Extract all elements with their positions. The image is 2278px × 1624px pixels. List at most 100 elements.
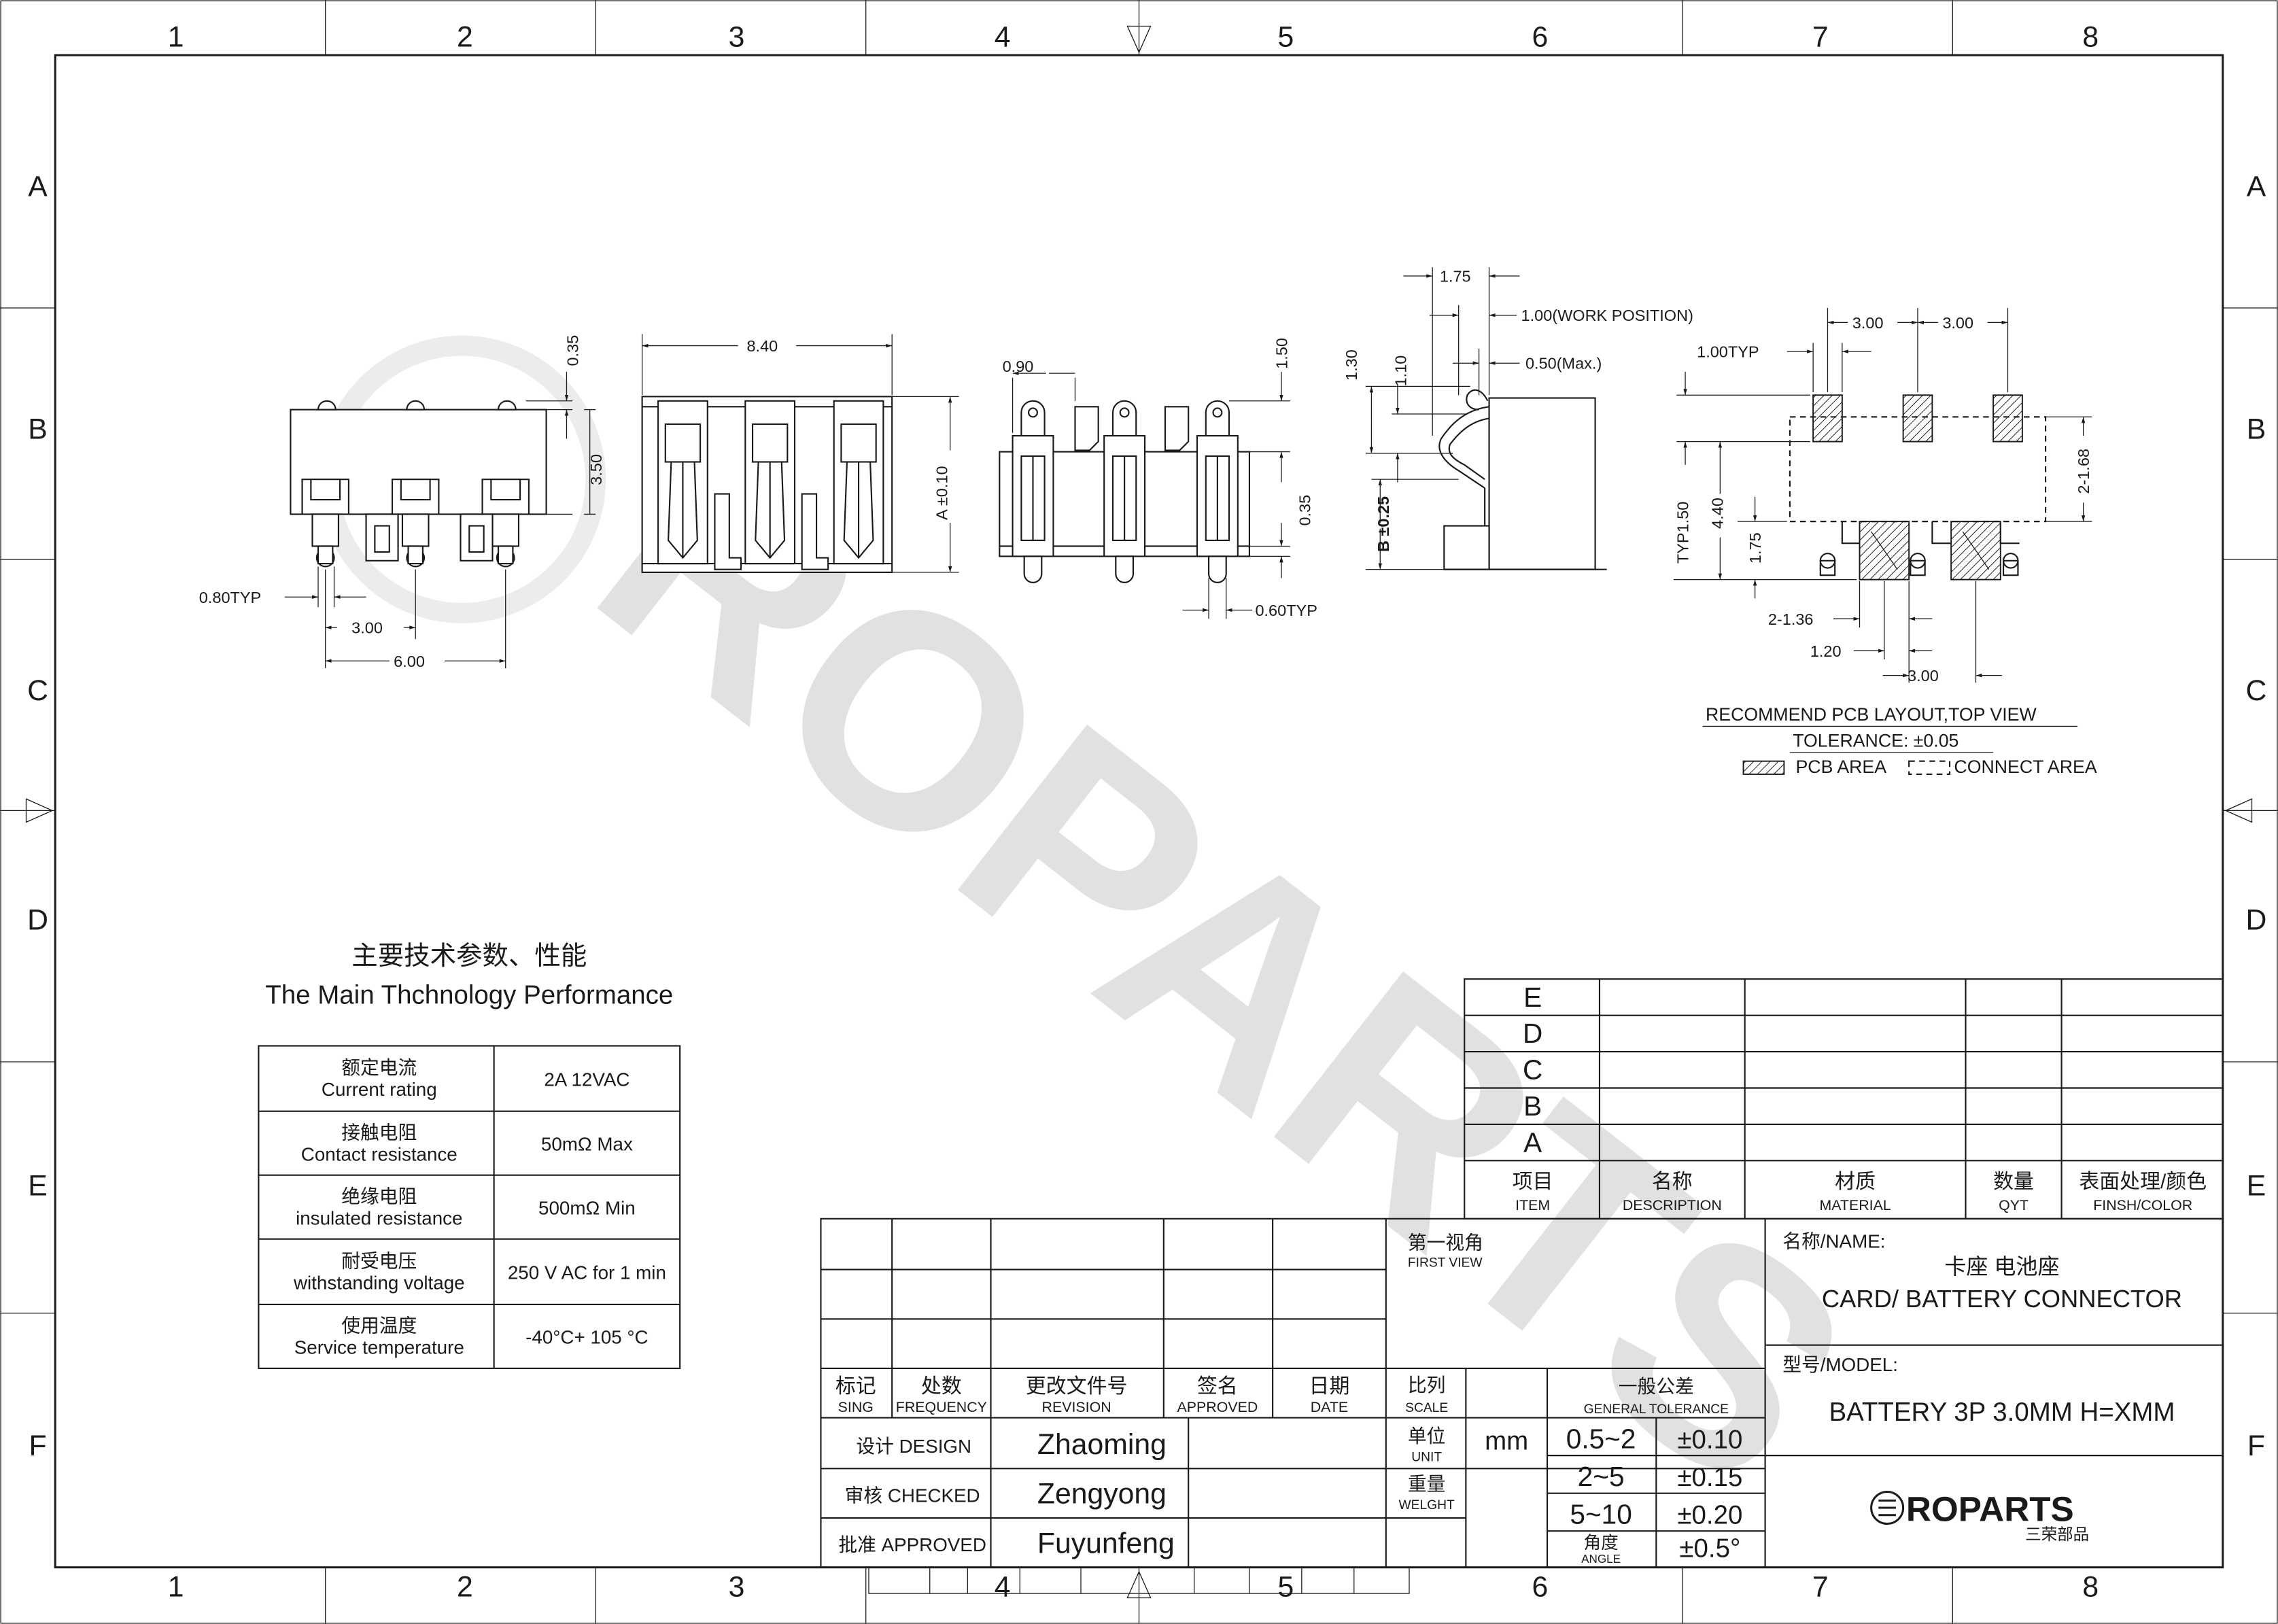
tolerance-value: ±0.15: [1677, 1463, 1742, 1492]
dim-1-75: 1.75: [1440, 268, 1471, 286]
pcb-layout-view: 3.00 3.00 1.00TYP 2-1.68 TYP1.50 4.40 1.…: [1673, 308, 2097, 777]
product-name-en: CARD/ BATTERY CONNECTOR: [1822, 1285, 2182, 1313]
spec-name-cn: 绝缘电阻: [341, 1186, 417, 1207]
dim-2-1-68: 2-1.68: [2075, 449, 2092, 494]
design-label: 设计 DESIGN: [856, 1436, 971, 1457]
bom-row-label: C: [1523, 1054, 1542, 1086]
grid-col-top: 5: [1277, 20, 1294, 53]
grid-col-top: 3: [729, 20, 745, 53]
bom-row-label: B: [1523, 1090, 1542, 1122]
spec-name-cn: 使用温度: [341, 1315, 417, 1336]
logo-sub: 三荣部品: [2025, 1525, 2089, 1543]
grid-col-top: 2: [457, 20, 473, 53]
angle-en: ANGLE: [1581, 1553, 1621, 1566]
bom-header-en: DESCRIPTION: [1623, 1197, 1722, 1213]
connect-area-label: CONNECT AREA: [1954, 757, 2096, 777]
terminal-2: [744, 400, 796, 565]
model-number: BATTERY 3P 3.0MM H=XMM: [1829, 1398, 2175, 1427]
dim-pitch-3-00-a: 3.00: [1852, 314, 1884, 332]
dim-0-35: 0.35: [564, 335, 582, 366]
spec-title-cn: 主要技术参数、性能: [351, 941, 587, 971]
revision-header-cn: 标记: [835, 1375, 876, 1398]
spec-name-cn: 耐受电压: [341, 1250, 417, 1271]
designer-name: Zhaoming: [1037, 1428, 1167, 1461]
grid-row-right: B: [2247, 413, 2266, 445]
spec-name-en: insulated resistance: [296, 1207, 462, 1228]
spec-name-en: Service temperature: [294, 1337, 464, 1358]
product-name-cn: 卡座 电池座: [1944, 1254, 2059, 1279]
pcb-layout-caption: RECOMMEND PCB LAYOUT,TOP VIEW: [1706, 704, 2037, 725]
grid-row-right: F: [2247, 1430, 2265, 1462]
grid-col-top: 1: [168, 20, 184, 53]
bom-header-en: MATERIAL: [1819, 1197, 1891, 1213]
revision-header-en: SING: [838, 1399, 874, 1415]
bom-header-cn: 材质: [1835, 1171, 1876, 1193]
grid-col-top: 4: [995, 20, 1011, 53]
revision-headers: 标记SING处数FREQUENCY更改文件号REVISION签名APPROVED…: [835, 1375, 1350, 1415]
dim-1-50: 1.50: [1273, 338, 1290, 369]
grid-row-left: B: [28, 413, 48, 445]
grid-row-right: E: [2247, 1170, 2266, 1203]
grid-col-bottom: 8: [2082, 1570, 2099, 1603]
bom-header-cn: 名称: [1652, 1171, 1693, 1193]
bom-header-cn: 项目: [1513, 1171, 1553, 1193]
grid-col-top: 6: [1532, 20, 1548, 53]
grid-row-left: E: [28, 1170, 48, 1203]
dim-1-20: 1.20: [1810, 642, 1842, 660]
first-view-en: FIRST VIEW: [1408, 1256, 1483, 1270]
spec-section: 主要技术参数、性能 The Main Thchnology Performanc…: [258, 941, 681, 1369]
dim-6-00: 6.00: [394, 653, 425, 670]
angle-value: ±0.5°: [1679, 1534, 1740, 1563]
grid-col-top: 8: [2082, 20, 2099, 53]
dim-a-0-10: A ±0.10: [933, 466, 950, 520]
weight-en: WELGHT: [1399, 1498, 1455, 1513]
tolerance-en: GENERAL TOLERANCE: [1584, 1402, 1729, 1417]
name-label: 名称/NAME:: [1782, 1231, 1885, 1252]
company-logo: ROPARTS 三荣部品: [1870, 1489, 2089, 1543]
dim-b-0-25: B ±0.25: [1375, 496, 1392, 552]
terminal-3: [833, 400, 884, 565]
pin-3: [1196, 400, 1239, 583]
bom-header-en: QYT: [1999, 1197, 2029, 1213]
bom-header-en: FINSH/COLOR: [2093, 1197, 2192, 1213]
contact-2: [391, 479, 440, 568]
bom-headers: 项目ITEM名称DESCRIPTION材质MATERIAL数量QYT表面处理/颜…: [1513, 1171, 2207, 1213]
contact-1: [301, 479, 349, 568]
dim-typ1-50: TYP1.50: [1674, 502, 1691, 564]
spec-name-cn: 额定电流: [341, 1057, 417, 1078]
title-block: 标记SING处数FREQUENCY更改文件号REVISION签名APPROVED…: [820, 1217, 2224, 1568]
spec-value: 250 V AC for 1 min: [508, 1262, 666, 1283]
bom-header-en: ITEM: [1515, 1197, 1550, 1213]
dim-4-40: 4.40: [1709, 498, 1727, 529]
dim-3-00-pcb: 3.00: [1908, 667, 1939, 685]
dim-1-10: 1.10: [1392, 356, 1410, 387]
spec-name-en: withstanding voltage: [293, 1272, 465, 1293]
grid-col-top: 7: [1812, 20, 1829, 53]
scale-en: SCALE: [1405, 1401, 1448, 1415]
bom-row-label: D: [1523, 1018, 1542, 1049]
terminal-1: [657, 400, 708, 565]
angle-cn: 角度: [1583, 1533, 1618, 1553]
dim-0-50-max: 0.50(Max.): [1525, 355, 1602, 373]
grid-col-bottom: 5: [1277, 1570, 1294, 1603]
logo-text: ROPARTS: [1906, 1489, 2074, 1528]
dim-0-60typ: 0.60TYP: [1255, 602, 1317, 619]
revision-header-en: APPROVED: [1177, 1399, 1258, 1415]
spec-value: 50mΩ Max: [541, 1133, 633, 1154]
pcb-tolerance: TOLERANCE: ±0.05: [1793, 730, 1958, 750]
dim-pitch-3-00-b: 3.00: [1942, 314, 1973, 332]
dim-0-80typ: 0.80TYP: [199, 589, 261, 606]
approver-name: Fuyunfeng: [1037, 1527, 1175, 1559]
grid-row-right: C: [2246, 674, 2267, 707]
first-view-cn: 第一视角: [1408, 1232, 1483, 1254]
pcb-pad: [1902, 394, 1933, 443]
dim-1-30: 1.30: [1343, 349, 1360, 381]
tolerance-range: 0.5~2: [1566, 1423, 1636, 1454]
dim-0-35-back: 0.35: [1296, 495, 1314, 526]
side-view: 1.75 1.00(WORK POSITION) 0.50(Max.) 1.30…: [1343, 267, 1693, 570]
pin-1: [1012, 400, 1054, 583]
grid-row-left: D: [27, 904, 48, 937]
back-view: 0.90 1.50 0.35 0.60TYP: [999, 338, 1317, 619]
